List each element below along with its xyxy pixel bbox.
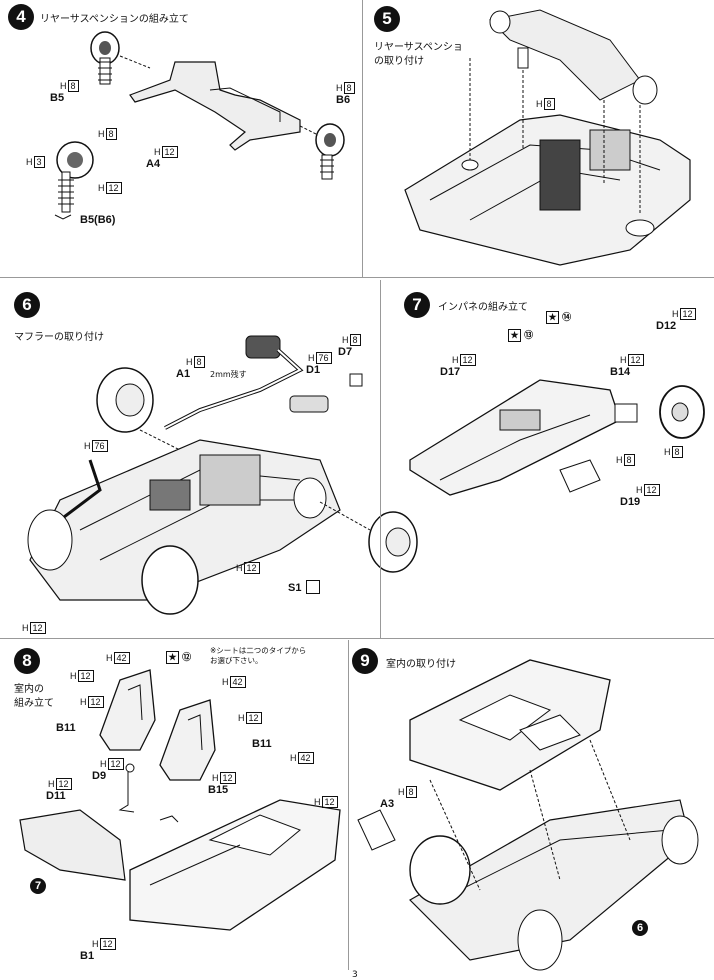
step-8-number: 8 xyxy=(14,648,40,674)
step-8-title-line2: 組み立て xyxy=(14,698,54,709)
seat-note-line2: お選び下さい。 xyxy=(210,656,263,665)
star-14: ★ ⑭ xyxy=(546,310,571,324)
part-label-b11-right: B11 xyxy=(252,738,272,750)
page-number: 3 xyxy=(352,970,358,980)
part-label-d9: D9 xyxy=(92,770,107,782)
part-label-b11-left: B11 xyxy=(56,722,76,734)
star-13: ★ ⑬ xyxy=(508,328,533,342)
part-label-a1: A1 xyxy=(176,368,191,380)
reference-step-7: 7 xyxy=(30,878,46,894)
step-4-title: リヤーサスペンションの組み立て xyxy=(40,14,189,25)
star-12: ★ ⑫ xyxy=(166,650,191,664)
step-9-number: 9 xyxy=(352,648,378,674)
divider-step8-step9 xyxy=(348,640,349,970)
part-label-b15: B15 xyxy=(208,784,229,796)
step-8-title-line1: 室内の xyxy=(14,684,44,695)
step-6-number: 6 xyxy=(14,292,40,318)
step-7-title: インパネの組み立て xyxy=(438,302,528,313)
step-7-number: 7 xyxy=(404,292,430,318)
step-9-illustration xyxy=(357,659,699,971)
step-5-number: 5 xyxy=(374,6,400,32)
part-label-d1: D1 xyxy=(306,364,321,376)
part-label-b14: B14 xyxy=(610,366,631,378)
reference-step-6: 6 xyxy=(632,920,648,936)
step-9-title: 室内の取り付け xyxy=(386,659,456,670)
part-label-a3: A3 xyxy=(380,798,395,810)
step-5-title-line1: リヤーサスペンショ xyxy=(374,42,463,53)
part-label-d17: D17 xyxy=(440,366,461,378)
part-label-b6: B6 xyxy=(336,94,351,106)
divider-row-2 xyxy=(0,638,714,639)
part-label-d7: D7 xyxy=(338,346,353,358)
seat-note-line1: ※シートは二つのタイプから xyxy=(210,646,307,655)
step-6-illustration xyxy=(27,335,418,615)
part-label-a4: A4 xyxy=(146,158,161,170)
step-8-illustration xyxy=(19,669,341,931)
divider-step6-step7 xyxy=(380,280,381,638)
divider-step4-step5 xyxy=(362,0,363,277)
note-2mm: 2mm残す xyxy=(210,370,247,379)
part-label-b1: B1 xyxy=(80,950,95,962)
step-4-illustration xyxy=(54,31,345,220)
part-label-d11: D11 xyxy=(46,790,66,802)
part-label-d12: D12 xyxy=(656,320,677,332)
divider-row-1 xyxy=(0,277,714,278)
part-label-b5: B5 xyxy=(50,92,65,104)
step-4-number: 4 xyxy=(8,4,34,30)
step-5-illustration xyxy=(404,9,691,266)
decal-icon xyxy=(306,580,320,594)
part-label-b5-b6: B5(B6) xyxy=(80,214,116,226)
step-6-title: マフラーの取り付け xyxy=(14,332,104,343)
step-7-illustration xyxy=(409,379,705,496)
part-label-s1: S1 xyxy=(288,582,302,594)
part-label-d19: D19 xyxy=(620,496,641,508)
step-5-title-line2: の取り付け xyxy=(374,56,424,67)
